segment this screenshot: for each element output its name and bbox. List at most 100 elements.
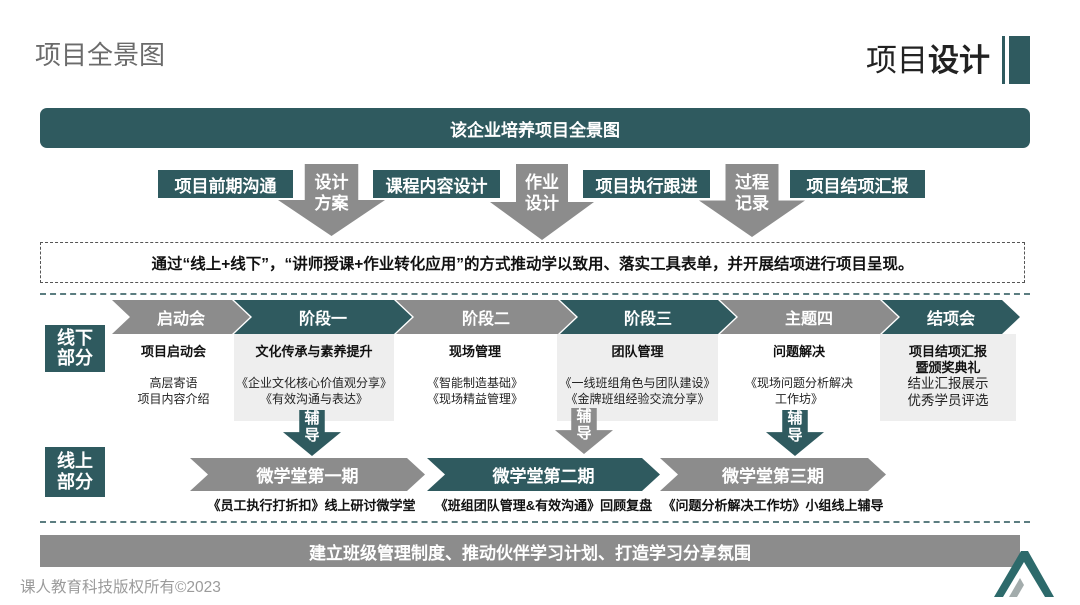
session-description: 《员工执行打折扣》线上研讨微学堂 [207, 498, 416, 513]
process-step: 项目结项汇报 [790, 170, 925, 198]
stage-item: 工作坊》 [774, 392, 823, 406]
coaching-line2: 导 [304, 427, 320, 444]
stage-item: 《现场问题分析解决 [744, 376, 853, 390]
stage-column: 问题解决 《现场问题分析解决 工作坊》 [718, 334, 880, 421]
coaching-line1: 辅 [304, 410, 320, 427]
stage-name: 主题四 [784, 311, 833, 328]
online-label-line2: 部分 [57, 472, 93, 492]
session-chevron: 微学堂第一期 [190, 458, 425, 491]
section-title-regular: 项目 [866, 43, 928, 78]
coaching-line2: 导 [787, 427, 803, 444]
stage-column-title: 项目启动会 [107, 344, 240, 360]
section-divider [40, 521, 1030, 523]
stage-column-title: 问题解决 [712, 344, 886, 360]
copyright-text: 课人教育科技版权所有©2023 [20, 579, 221, 596]
stage-item: 《金牌班组经验交流分享》 [565, 392, 710, 406]
session-description: 《班组团队管理&有效沟通》回顾复盘 [434, 498, 653, 513]
process-step: 项目前期沟通 [158, 170, 293, 198]
panorama-banner: 该企业培养项目全景图 [40, 108, 1030, 148]
stage-column-title: 团队管理 [551, 344, 724, 360]
stage-column-items: 结业汇报展示 优秀学员评选 [870, 375, 1026, 409]
stage-title-line: 项目启动会 [140, 344, 206, 359]
stage-column-items: 《现场问题分析解决 工作坊》 [708, 375, 890, 407]
session-name: 微学堂第三期 [722, 467, 824, 486]
online-label-line1: 线上 [57, 451, 93, 471]
stage-column: 现场管理 《智能制造基础》 《现场精益管理》 [394, 334, 556, 421]
session-name: 微学堂第二期 [492, 467, 595, 486]
offline-label-line2: 部分 [57, 348, 93, 368]
stage-item: 《现场精益管理》 [426, 392, 523, 406]
summary-text: 通过“线上+线下”，“讲师授课+作业转化应用”的方式推动学以致用、落实工具表单，… [151, 255, 914, 273]
stage-name: 阶段二 [461, 311, 510, 328]
stage-column: 项目启动会 高层寄语 项目内容介绍 [113, 334, 234, 421]
online-section-label: 线上 部分 [45, 447, 105, 497]
stage-column-title: 项目结项汇报 暨颁奖典礼 [874, 344, 1022, 376]
stage-item: 《智能制造基础》 [426, 376, 523, 390]
title-accent-bar-thin [1002, 36, 1005, 84]
title-accent-bar-thick [1009, 36, 1030, 84]
process-step-label: 课程内容设计 [385, 176, 488, 196]
process-connector-line2: 记录 [735, 194, 769, 213]
process-connector-line1: 作业 [525, 173, 559, 192]
stage-title-line: 问题解决 [772, 344, 825, 359]
offline-section-label: 线下 部分 [45, 325, 105, 372]
stage-name: 阶段一 [298, 311, 347, 328]
stage-column: 文化传承与素养提升 《企业文化核心价值观分享》 《有效沟通与表达》 [234, 334, 394, 421]
footer-banner-text: 建立班级管理制度、推动伙伴学习计划、打造学习分享氛围 [309, 543, 751, 563]
section-divider [40, 293, 1030, 295]
process-connector-line1: 设计 [314, 173, 349, 192]
page-title: 项目全景图 [35, 40, 166, 70]
offline-label-line1: 线下 [57, 328, 93, 348]
stage-column-title: 现场管理 [388, 344, 562, 360]
process-connector-arrow: 作业 设计 [490, 164, 594, 240]
stage-chevron: 结项会 [882, 300, 1020, 334]
stage-title-line: 项目结项汇报 [908, 344, 987, 359]
stage-column: 团队管理 《一线班组角色与团队建设》 《金牌班组经验交流分享》 [557, 334, 718, 421]
process-step-label: 项目前期沟通 [174, 176, 277, 196]
stage-name: 结项会 [926, 311, 975, 328]
stage-item: 《一线班组角色与团队建设》 [559, 376, 716, 390]
stage-title-line: 暨颁奖典礼 [915, 360, 981, 375]
process-step-label: 项目结项汇报 [806, 176, 909, 196]
panorama-banner-title: 该企业培养项目全景图 [450, 120, 620, 140]
process-step-label: 项目执行跟进 [595, 176, 698, 196]
stage-name: 阶段三 [623, 311, 672, 328]
stage-chevron: 启动会 [112, 300, 250, 334]
stage-column-items: 《智能制造基础》 《现场精益管理》 [384, 375, 566, 407]
stage-column-title: 文化传承与素养提升 [228, 344, 400, 360]
process-connector-line2: 方案 [314, 194, 349, 213]
stage-item: 结业汇报展示 [907, 376, 989, 391]
stage-name: 启动会 [156, 311, 205, 328]
stage-column: 项目结项汇报 暨颁奖典礼 结业汇报展示 优秀学员评选 [880, 334, 1016, 421]
stage-chevron: 阶段二 [396, 300, 576, 334]
session-name: 微学堂第一期 [256, 467, 359, 486]
stage-item: 《有效沟通与表达》 [259, 392, 368, 406]
process-connector-arrow: 设计 方案 [278, 164, 385, 236]
stage-chevron: 阶段三 [560, 300, 736, 334]
process-step: 项目执行跟进 [583, 170, 710, 198]
stage-column-items: 《企业文化核心价值观分享》 《有效沟通与表达》 [224, 375, 404, 407]
coaching-line2: 导 [576, 425, 592, 442]
process-connector-line1: 过程 [735, 173, 769, 192]
section-title: 项目设计 [850, 42, 990, 80]
session-chevron: 微学堂第二期 [427, 458, 660, 491]
stage-item: 《企业文化核心价值观分享》 [235, 376, 392, 390]
session-description: 《问题分析解决工作坊》小组线上辅导 [662, 498, 884, 513]
section-title-bold: 设计 [928, 43, 990, 78]
brand-logo-icon [994, 551, 1054, 597]
process-connector-line2: 设计 [525, 194, 559, 213]
summary-box: 通过“线上+线下”，“讲师授课+作业转化应用”的方式推动学以致用、落实工具表单，… [40, 242, 1025, 283]
process-step: 课程内容设计 [373, 170, 500, 198]
stage-item: 项目内容介绍 [137, 392, 210, 406]
stage-title-line: 现场管理 [448, 344, 501, 359]
stage-chevron: 阶段一 [234, 300, 412, 334]
coaching-line1: 辅 [787, 410, 803, 427]
stage-title-line: 文化传承与素养提升 [255, 344, 373, 359]
session-chevron: 微学堂第三期 [660, 458, 886, 491]
stage-column-items: 《一线班组角色与团队建设》 《金牌班组经验交流分享》 [547, 375, 728, 407]
footer-banner: 建立班级管理制度、推动伙伴学习计划、打造学习分享氛围 [40, 535, 1020, 567]
stage-chevron: 主题四 [720, 300, 898, 334]
stage-item: 高层寄语 [149, 376, 198, 390]
stage-title-line: 团队管理 [611, 344, 664, 359]
